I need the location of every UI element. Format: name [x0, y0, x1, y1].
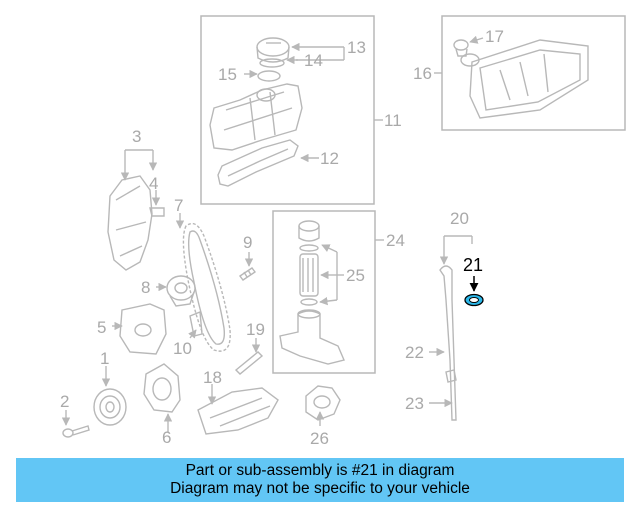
valve-cover-group-box	[200, 15, 375, 205]
stud-drawing	[238, 267, 257, 281]
oil-pump-drawing	[305, 385, 341, 421]
rear-timing-cover-drawing	[119, 303, 167, 355]
callout-24: 24	[386, 231, 405, 250]
bolt-2-drawing	[62, 425, 90, 438]
callout-3: 3	[132, 127, 141, 146]
callout-25: 25	[346, 266, 365, 285]
drain-plug-drawing	[453, 39, 469, 57]
callout-19: 19	[246, 320, 265, 339]
callout-14: 14	[304, 51, 323, 70]
callout-6: 6	[162, 428, 171, 447]
callout-22: 22	[405, 343, 424, 362]
info-banner: Part or sub-assembly is #21 in diagram D…	[16, 458, 624, 502]
callout-1: 1	[100, 349, 109, 368]
banner-line-1: Part or sub-assembly is #21 in diagram	[185, 462, 455, 479]
callout-2: 2	[60, 392, 69, 411]
callout-26: 26	[310, 429, 329, 448]
callout-16: 16	[413, 64, 432, 83]
crankshaft-pulley-drawing	[93, 388, 127, 426]
oil-filter-drawing	[298, 220, 320, 306]
valve-cover-gasket-drawing	[217, 139, 299, 187]
callout-12: 12	[320, 149, 339, 168]
timing-belt-drawing	[182, 222, 231, 352]
callout-9: 9	[243, 233, 252, 252]
filter-housing-drawing	[279, 309, 345, 365]
timing-cover-drawing	[107, 175, 153, 271]
callout-15: 15	[218, 65, 237, 84]
oil-pan-drawing	[460, 39, 589, 119]
callout-11: 11	[384, 111, 402, 130]
callout-5: 5	[97, 318, 106, 337]
clip-drawing	[149, 207, 165, 217]
callout-10: 10	[173, 339, 192, 358]
callout-21: 21	[463, 255, 483, 275]
oil-filter-group-box	[272, 210, 376, 374]
callout-20: 20	[450, 209, 469, 228]
baffle-drawing	[197, 387, 279, 435]
callout-18: 18	[203, 368, 222, 387]
dipstick-tube-drawing	[439, 265, 457, 421]
callout-17: 17	[485, 27, 504, 46]
ring-drawing	[257, 70, 281, 82]
banner-line-2: Diagram may not be specific to your vehi…	[170, 480, 470, 497]
seal-plate-drawing	[143, 363, 181, 413]
cap-seal-drawing	[259, 58, 285, 68]
oil-pan-group-box	[441, 15, 626, 131]
callout-4: 4	[149, 174, 158, 193]
valve-cover-drawing	[209, 83, 303, 151]
callout-23: 23	[405, 394, 424, 413]
callout-13: 13	[347, 38, 366, 57]
guide-19-drawing	[234, 351, 264, 375]
callout-8: 8	[141, 278, 150, 297]
callout-7: 7	[174, 196, 183, 215]
tensioner-pulley-drawing	[166, 275, 196, 307]
part-21-seal-highlight[interactable]	[464, 293, 484, 307]
